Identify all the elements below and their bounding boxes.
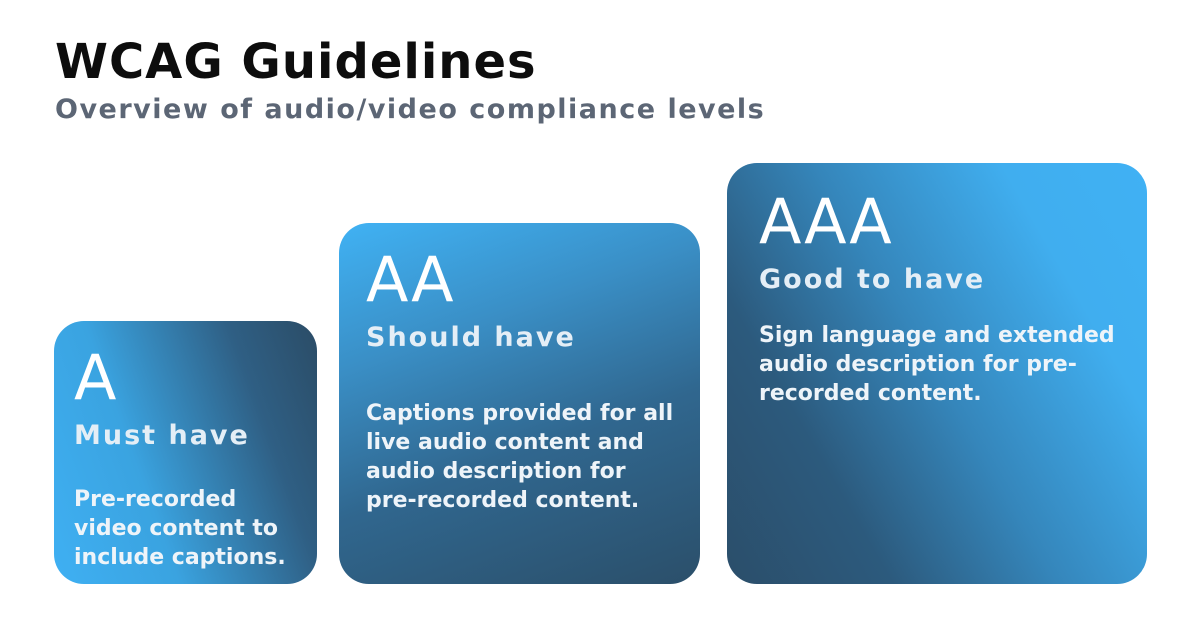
level-card-aa: AA Should have Captions provided for all…	[339, 223, 700, 584]
level-name: AA	[366, 243, 455, 316]
level-priority: Good to have	[759, 264, 986, 295]
level-name: AAA	[759, 185, 893, 258]
level-description: Pre-recorded video content to include ca…	[74, 487, 286, 570]
level-card-aaa: AAA Good to have Sign language and exten…	[727, 163, 1147, 584]
level-priority: Should have	[366, 322, 576, 353]
page-title: WCAG Guidelines	[55, 34, 537, 90]
level-name: A	[74, 341, 118, 414]
page-subtitle: Overview of audio/video compliance level…	[55, 94, 766, 125]
level-description: Captions provided for all live audio con…	[366, 401, 674, 513]
level-priority: Must have	[74, 420, 250, 451]
level-description: Sign language and extended audio descrip…	[759, 323, 1115, 406]
level-card-a: A Must have Pre-recorded video content t…	[54, 321, 317, 584]
